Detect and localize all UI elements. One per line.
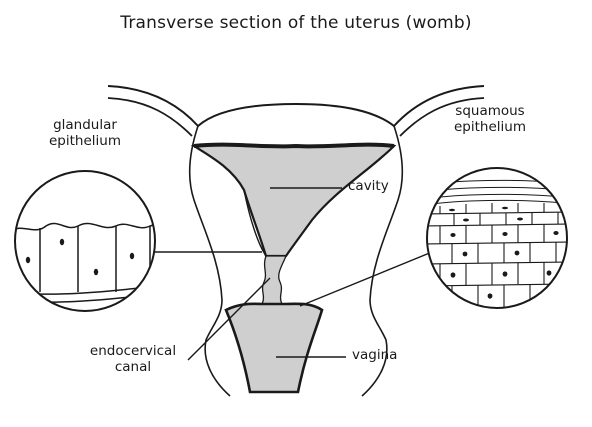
endocervical-pointer (187, 277, 271, 361)
glandular-epithelium-label: glandular epithelium (40, 117, 130, 149)
squamous-epithelium-label-line2: epithelium (454, 118, 526, 135)
cervix-inner-right (285, 219, 313, 257)
uterus-outer-wall (107, 85, 485, 128)
uterus-right-side (361, 125, 404, 397)
uterus-tube-left (107, 97, 193, 137)
uterine-cavity (190, 143, 397, 258)
endocervical-canal (260, 255, 287, 305)
endocervical-canal-label: endocervical canal (78, 343, 188, 375)
uterus-tube-right (399, 97, 485, 137)
squamous-epithelium-inset (426, 167, 568, 309)
glandular-epithelium-label-line2: epithelium (49, 132, 121, 149)
glandular-epithelium-label-line1: glandular (53, 117, 117, 133)
squamous-epithelium-label-line1: squamous (455, 103, 525, 119)
glandular-epithelium-inset (14, 170, 156, 312)
vagina-label: vagina (352, 347, 398, 363)
squamous-epithelium-label: squamous epithelium (440, 103, 540, 135)
squamous-pointer (299, 251, 433, 307)
cavity-label: cavity (348, 178, 389, 194)
diagram-title: Transverse section of the uterus (womb) (120, 13, 472, 33)
vagina-region (224, 302, 324, 394)
cervix-inner-left (243, 189, 267, 257)
endometrium-top (193, 142, 395, 149)
endocervical-canal-label-line2: canal (114, 358, 152, 375)
uterus-left-side (188, 125, 231, 397)
endocervical-canal-label-line1: endocervical (89, 343, 177, 359)
